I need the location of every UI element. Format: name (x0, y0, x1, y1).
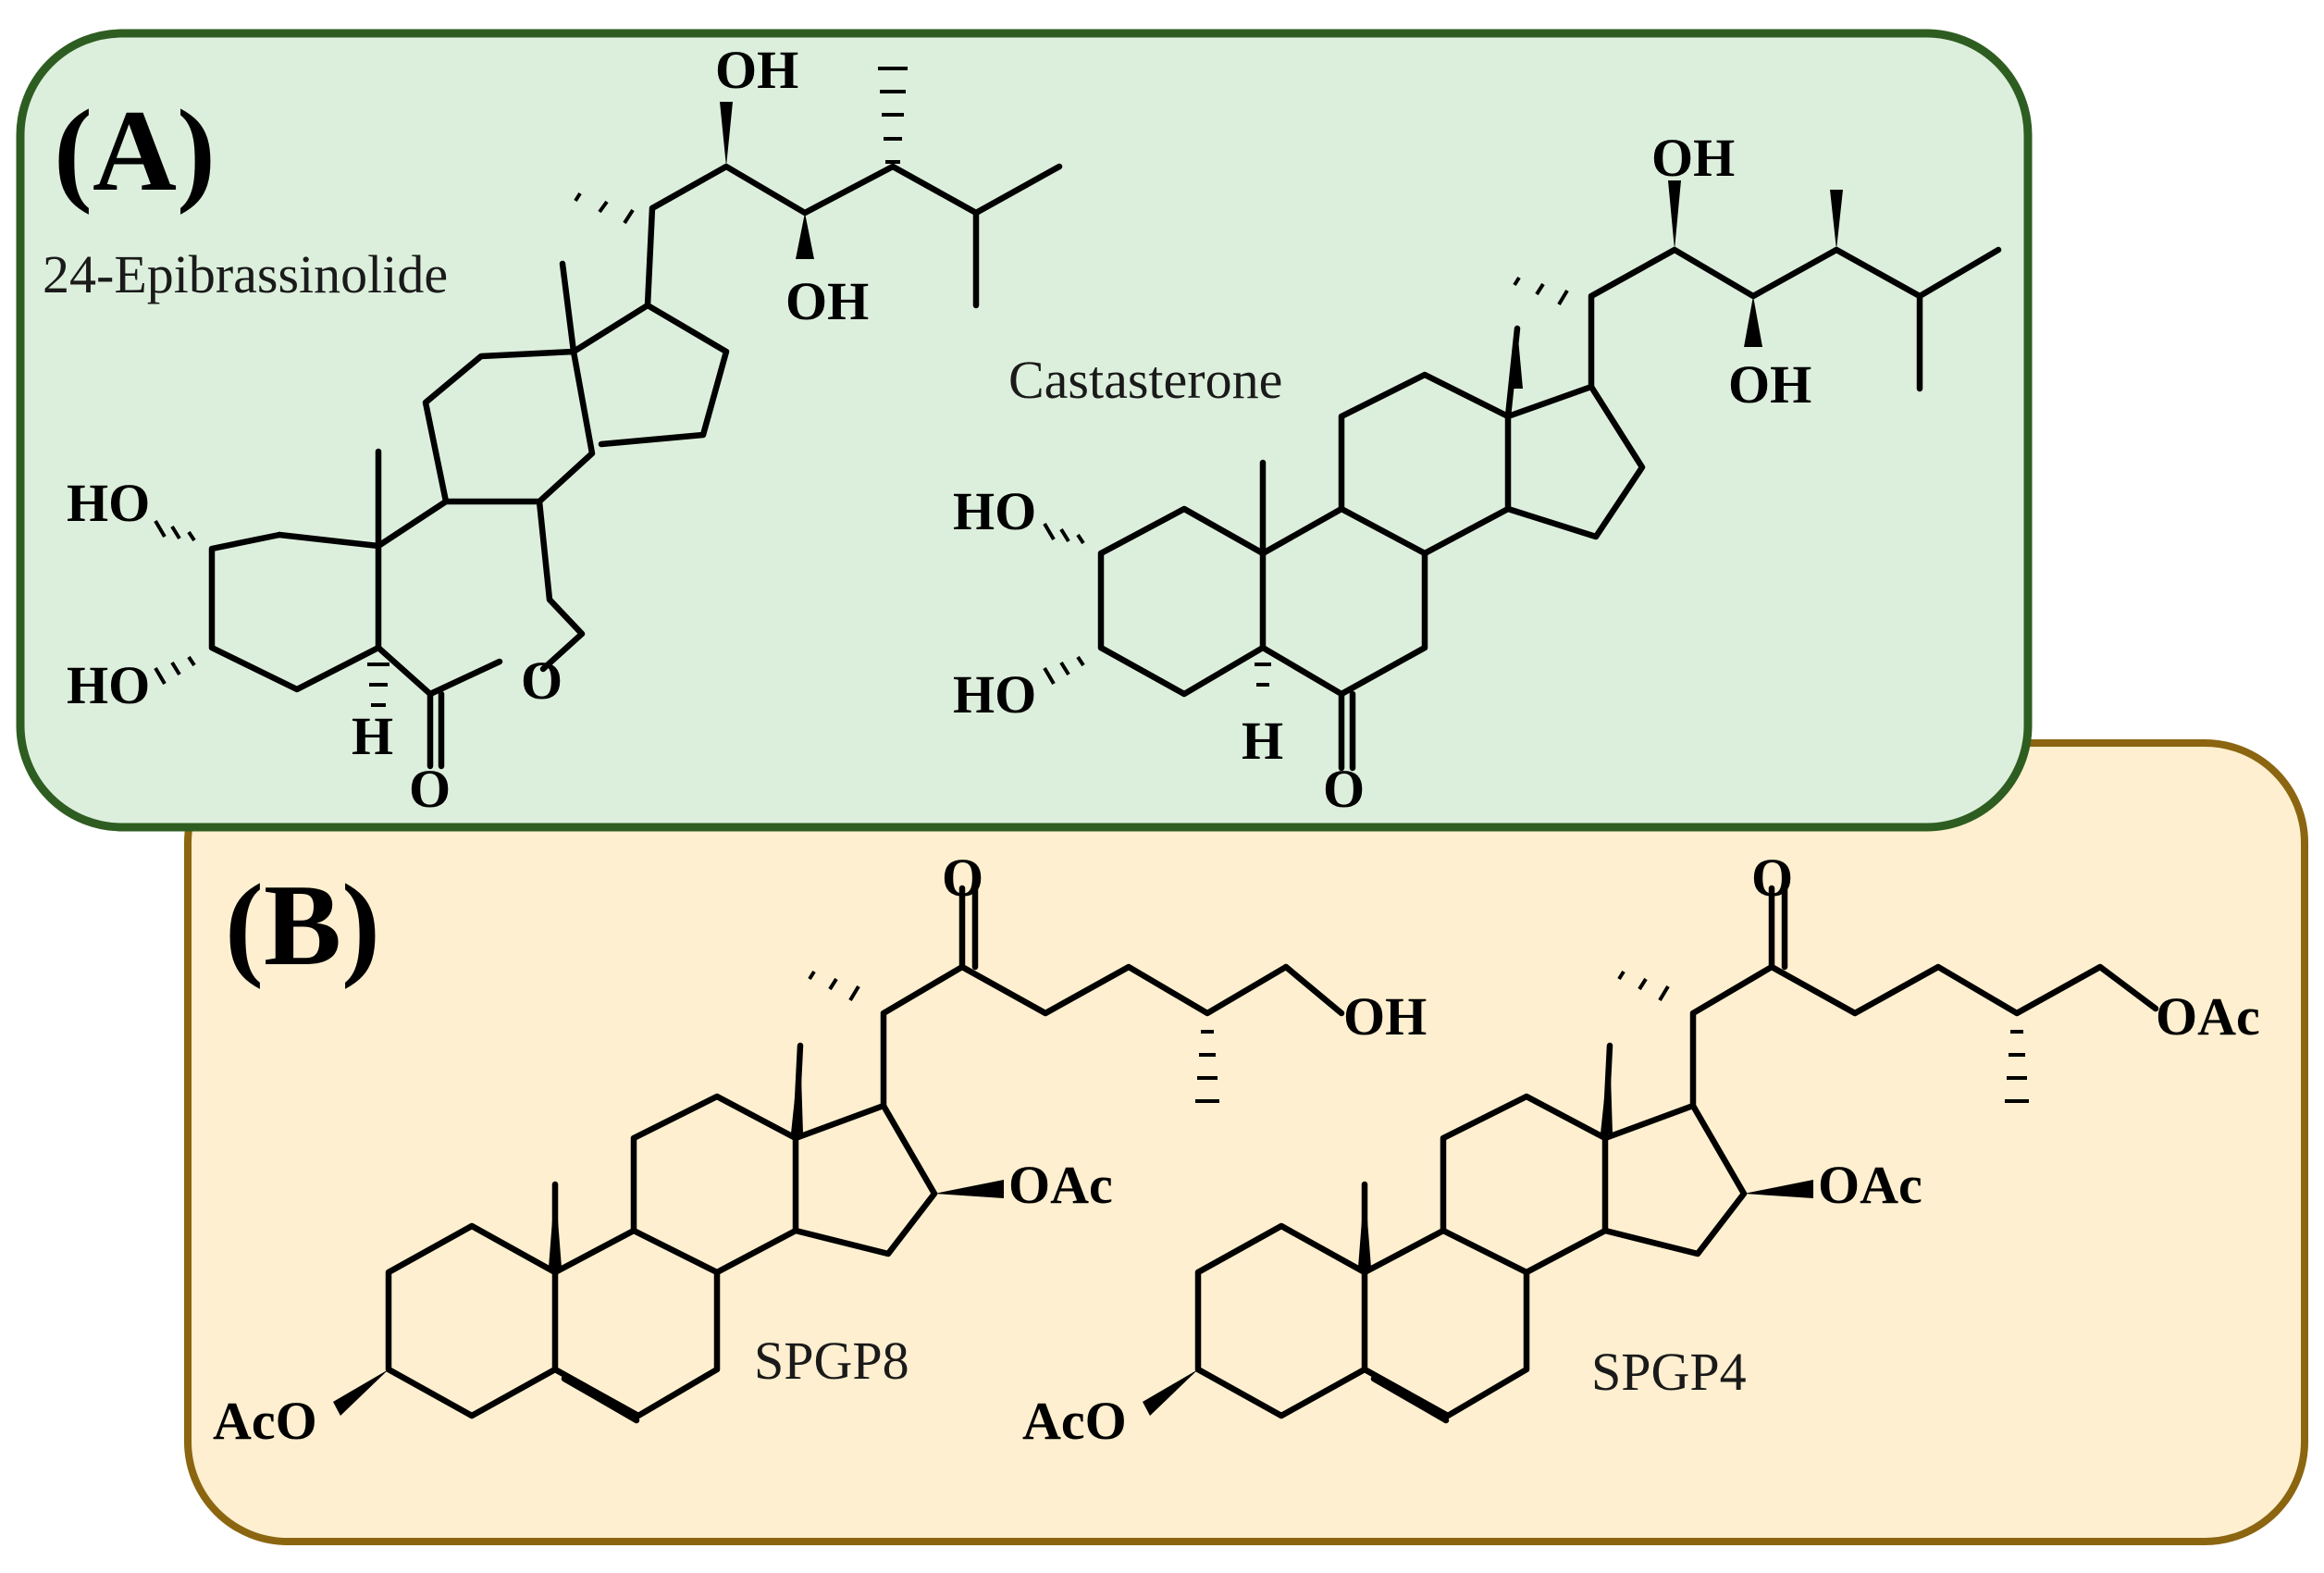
spgp8-oh: OH (1343, 986, 1427, 1047)
spgp4-aco: AcO (1022, 1391, 1127, 1451)
castasterone-oh-bottom: OH (1728, 354, 1811, 415)
spgp4-oac-side-chain: OAc (2156, 986, 2260, 1047)
compound-name-castasterone: Castasterone (1008, 350, 1282, 410)
castasterone-ho-2: HO (953, 481, 1036, 541)
spgp8-aco: AcO (213, 1391, 317, 1451)
structure-24-epibrassinolide: OH OH HO HO H O O 24-Epibrassinolide (43, 40, 1063, 819)
spgp8-oac: OAc (1008, 1155, 1113, 1215)
panel-a-box (16, 29, 2033, 832)
spgp4-ketone-o: O (1751, 848, 1793, 908)
panel-a-label: (A) (54, 87, 216, 216)
castasterone-carbonyl-o: O (1323, 759, 1365, 819)
epibrassinolide-ho-3: HO (67, 655, 150, 715)
epibrassinolide-ho-2: HO (67, 473, 150, 533)
castasterone-ho-3: HO (953, 664, 1036, 725)
epibrassinolide-oh-bottom: OH (785, 271, 869, 331)
structure-spgp4: O OAc OAc AcO SPGP4 (1022, 848, 2260, 1451)
panel-b-label: (B) (225, 861, 380, 990)
compound-name-spgp4: SPGP4 (1591, 1342, 1747, 1402)
compound-name-spgp8: SPGP8 (754, 1331, 909, 1391)
epibrassinolide-lactone-o: O (521, 650, 562, 711)
spgp8-ketone-o: O (942, 848, 983, 908)
epibrassinolide-oh-top: OH (715, 40, 798, 100)
structure-spgp8: O OH OAc AcO SPGP8 (213, 848, 1427, 1451)
castasterone-h: H (1242, 711, 1283, 771)
structure-castasterone: OH OH HO HO H O Castasterone (953, 128, 2002, 819)
castasterone-oh-top: OH (1651, 128, 1735, 188)
epibrassinolide-h: H (352, 706, 393, 766)
compound-name-24-epibrassinolide: 24-Epibrassinolide (43, 244, 448, 304)
epibrassinolide-carbonyl-o: O (409, 759, 451, 819)
panel-b-box (184, 739, 2308, 1545)
spgp4-oac: OAc (1818, 1155, 1922, 1215)
